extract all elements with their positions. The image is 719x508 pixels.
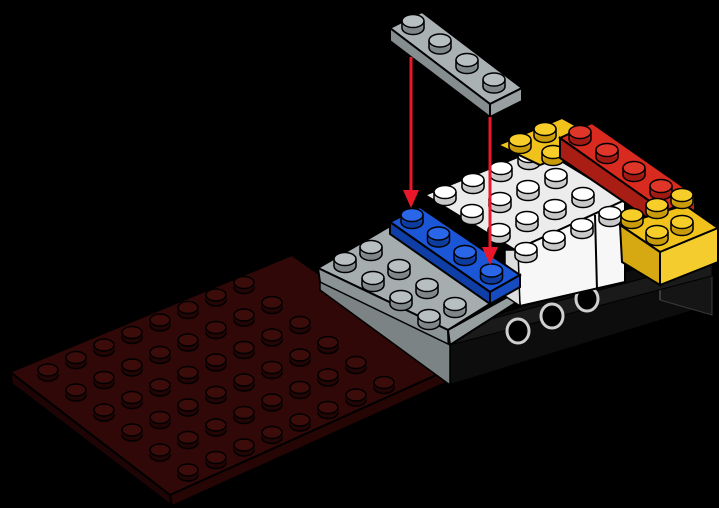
brick-stud bbox=[646, 226, 668, 246]
plate-stud bbox=[318, 337, 338, 354]
plate-stud bbox=[388, 260, 410, 280]
plate-stud bbox=[122, 359, 142, 376]
brick-stud bbox=[462, 174, 484, 194]
plate-stud bbox=[416, 279, 438, 299]
plate-stud bbox=[206, 419, 226, 436]
plate-stud bbox=[346, 357, 366, 374]
plate-stud bbox=[122, 327, 142, 344]
plate-stud bbox=[481, 264, 503, 284]
brick-stud bbox=[671, 189, 693, 209]
plate-stud bbox=[444, 298, 466, 318]
plate-stud bbox=[418, 310, 440, 330]
plate-stud bbox=[428, 227, 450, 247]
plate-stud bbox=[290, 382, 310, 399]
plate-stud bbox=[150, 347, 170, 364]
plate-stud bbox=[360, 241, 382, 261]
plate-stud bbox=[334, 253, 356, 273]
plate-stud bbox=[178, 432, 198, 449]
brick-stud bbox=[461, 205, 483, 225]
plate-stud bbox=[234, 407, 254, 424]
plate-stud bbox=[290, 317, 310, 334]
brick-stud bbox=[490, 162, 512, 182]
brick-stud bbox=[534, 123, 556, 143]
plate-stud bbox=[290, 349, 310, 366]
brick-stud bbox=[671, 216, 693, 236]
plate-stud bbox=[456, 54, 478, 74]
plate-stud bbox=[402, 15, 424, 35]
brick-stud bbox=[572, 188, 594, 208]
plate-stud bbox=[234, 309, 254, 326]
plate-stud bbox=[234, 342, 254, 359]
brick-stud bbox=[569, 126, 591, 146]
plate-stud bbox=[206, 387, 226, 404]
plate-stud bbox=[178, 367, 198, 384]
plate-stud bbox=[262, 329, 282, 346]
brick-stud bbox=[545, 169, 567, 189]
plate-stud bbox=[94, 372, 114, 389]
plate-stud bbox=[234, 374, 254, 391]
brick-stud bbox=[544, 200, 566, 220]
plate-stud bbox=[401, 209, 423, 229]
plate-stud bbox=[122, 424, 142, 441]
plate-stud bbox=[374, 377, 394, 394]
plate-stud bbox=[150, 379, 170, 396]
plate-stud bbox=[66, 384, 86, 401]
brick-stud bbox=[516, 212, 538, 232]
brick-stud bbox=[599, 207, 621, 227]
brick-stud bbox=[489, 193, 511, 213]
plate-stud bbox=[206, 289, 226, 306]
plate-stud bbox=[234, 277, 254, 294]
plate-stud bbox=[262, 427, 282, 444]
plate-stud bbox=[234, 439, 254, 456]
brick-stud bbox=[517, 181, 539, 201]
brick-stud bbox=[621, 209, 643, 229]
plate-stud bbox=[262, 297, 282, 314]
plate-stud bbox=[178, 464, 198, 481]
brick-stud bbox=[515, 243, 537, 263]
plate-stud bbox=[362, 272, 384, 292]
plate-stud bbox=[206, 354, 226, 371]
plate-stud bbox=[318, 369, 338, 386]
technic-hole bbox=[507, 319, 529, 343]
plate-stud bbox=[66, 352, 86, 369]
brick-stud bbox=[596, 144, 618, 164]
plate-stud bbox=[150, 314, 170, 331]
plate-stud bbox=[38, 364, 58, 381]
plate-stud bbox=[94, 339, 114, 356]
brick-stud bbox=[650, 180, 672, 200]
plate-stud bbox=[429, 34, 451, 54]
plate-stud bbox=[318, 402, 338, 419]
brick-stud bbox=[571, 219, 593, 239]
plate-stud bbox=[454, 246, 476, 266]
brick-stud bbox=[646, 199, 668, 219]
plate-stud bbox=[94, 404, 114, 421]
plate-stud bbox=[206, 322, 226, 339]
brick-stud bbox=[543, 231, 565, 251]
plate-stud bbox=[178, 334, 198, 351]
plate-stud bbox=[483, 73, 505, 93]
plate-stud bbox=[178, 399, 198, 416]
technic-hole bbox=[541, 304, 563, 328]
plate-stud bbox=[150, 444, 170, 461]
plate-stud bbox=[262, 394, 282, 411]
plate-stud bbox=[390, 291, 412, 311]
plate-stud bbox=[346, 389, 366, 406]
plate-stud bbox=[206, 452, 226, 469]
down-arrow-icon bbox=[403, 57, 419, 208]
brick-stud bbox=[509, 134, 531, 154]
plate-stud bbox=[150, 412, 170, 429]
brick-stud bbox=[434, 186, 456, 206]
plate-stud bbox=[290, 414, 310, 431]
brick-stud bbox=[623, 162, 645, 182]
plate-stud bbox=[122, 392, 142, 409]
plate-stud bbox=[178, 302, 198, 319]
plate-stud bbox=[262, 362, 282, 379]
